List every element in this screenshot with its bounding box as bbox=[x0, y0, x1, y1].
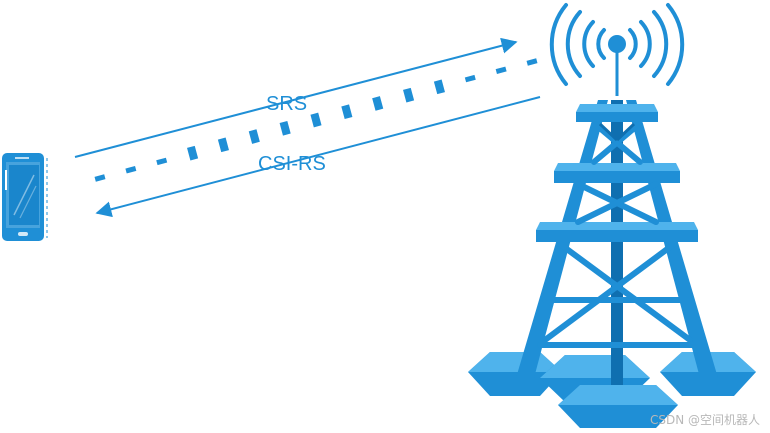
signal-dash bbox=[464, 74, 476, 83]
watermark-text: CSDN @空间机器人 bbox=[650, 413, 760, 427]
smartphone-icon bbox=[2, 153, 48, 241]
signal-dash bbox=[125, 166, 137, 174]
signal-dash bbox=[433, 79, 445, 95]
signal-dash bbox=[248, 129, 260, 144]
signal-dash bbox=[495, 66, 507, 74]
signal-dash bbox=[310, 112, 322, 128]
csi-rs-arrow bbox=[95, 96, 541, 218]
signal-dash bbox=[94, 174, 106, 182]
srs-label: SRS bbox=[266, 93, 307, 115]
signal-dash bbox=[341, 104, 353, 120]
signal-dash bbox=[526, 58, 538, 66]
signal-dash bbox=[403, 87, 415, 103]
signal-dash bbox=[372, 96, 384, 111]
signal-dash bbox=[217, 137, 229, 153]
signal-dash bbox=[187, 145, 199, 161]
radio-waves-icon bbox=[549, 3, 685, 86]
cell-tower-icon bbox=[516, 52, 718, 385]
signal-dash bbox=[279, 120, 291, 136]
signal-dash bbox=[156, 157, 168, 166]
csi-rs-label: CSI-RS bbox=[258, 153, 326, 175]
signal-dashes bbox=[94, 58, 538, 182]
srs-arrow bbox=[74, 37, 518, 158]
